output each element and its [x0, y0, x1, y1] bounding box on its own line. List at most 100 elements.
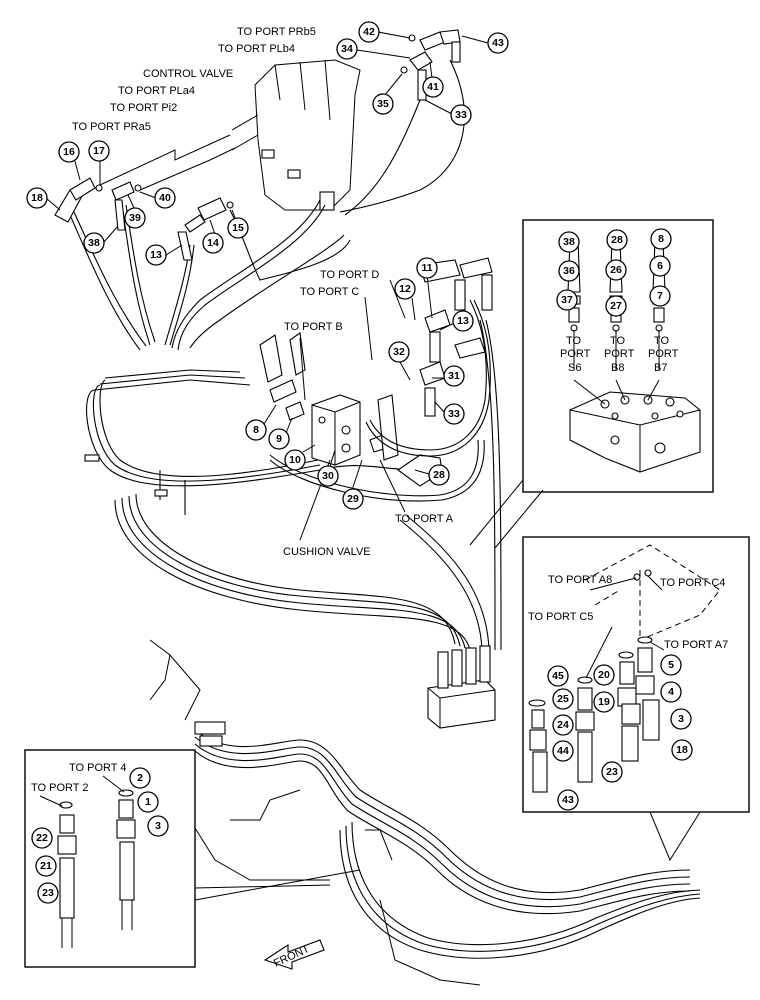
callouts: 42 43 34 41 35 33 16 17 18 39 40 38 13 1… — [26, 21, 693, 904]
svg-text:29: 29 — [347, 493, 359, 505]
svg-text:43: 43 — [492, 37, 504, 49]
callout-39: 39 — [124, 207, 146, 229]
label-to-port-a8: TO PORT A8 — [548, 574, 612, 586]
inset-port-b7: PORT — [648, 348, 679, 360]
svg-text:19: 19 — [598, 696, 610, 708]
svg-text:38: 38 — [563, 236, 575, 248]
callout-32: 32 — [388, 341, 410, 363]
svg-text:34: 34 — [341, 43, 353, 55]
callout-l1: 1 — [137, 791, 159, 813]
inset-bottom-right — [522, 536, 750, 862]
callout-13b: 13 — [452, 310, 474, 332]
svg-text:25: 25 — [557, 693, 569, 705]
inset-s6: S6 — [568, 362, 581, 374]
label-to-port-prb5: TO PORT PRb5 — [237, 26, 316, 38]
callout-inset-7: 7 — [649, 285, 671, 307]
callout-l22: 22 — [31, 827, 53, 849]
svg-text:42: 42 — [363, 26, 375, 38]
callout-l2: 2 — [129, 767, 151, 789]
svg-text:4: 4 — [668, 686, 674, 698]
svg-text:18: 18 — [676, 744, 688, 756]
label-to-port-pra5: TO PORT PRa5 — [72, 121, 151, 133]
callout-inset-37: 37 — [556, 289, 578, 311]
callout-b23: 23 — [601, 761, 623, 783]
label-to-port-b: TO PORT B — [284, 321, 343, 333]
inset-b7: B7 — [654, 362, 667, 374]
callout-8a: 8 — [245, 419, 267, 441]
callout-b25: 25 — [552, 688, 574, 710]
callout-43: 43 — [487, 32, 509, 54]
callout-40: 40 — [154, 187, 176, 209]
svg-text:39: 39 — [129, 212, 141, 224]
svg-text:45: 45 — [552, 670, 564, 682]
lower-manifold — [427, 645, 496, 729]
svg-text:28: 28 — [611, 234, 623, 246]
svg-text:36: 36 — [563, 265, 575, 277]
lower-harness — [149, 639, 701, 986]
callout-b3: 3 — [670, 708, 692, 730]
svg-text:40: 40 — [159, 192, 171, 204]
svg-text:23: 23 — [606, 766, 618, 778]
callout-12: 12 — [394, 278, 416, 300]
inset-to-s6: TO — [566, 335, 582, 347]
callout-10: 10 — [284, 449, 306, 471]
callout-l3: 3 — [147, 815, 169, 837]
callout-41: 41 — [422, 76, 444, 98]
svg-text:37: 37 — [561, 294, 573, 306]
svg-text:5: 5 — [668, 659, 674, 671]
inset-to-b8: TO — [610, 335, 626, 347]
svg-text:21: 21 — [40, 860, 52, 872]
svg-text:3: 3 — [678, 713, 684, 725]
label-to-port-c4: TO PORT C4 — [660, 577, 725, 589]
label-to-port-d: TO PORT D — [320, 269, 379, 281]
label-to-port-a7: TO PORT A7 — [664, 639, 728, 651]
svg-text:12: 12 — [399, 283, 411, 295]
label-to-port-pla4: TO PORT PLa4 — [118, 85, 195, 97]
control-valve — [231, 59, 361, 211]
label-control-valve: CONTROL VALVE — [143, 68, 233, 80]
svg-text:20: 20 — [598, 669, 610, 681]
callout-31: 31 — [443, 365, 465, 387]
svg-text:35: 35 — [377, 98, 389, 110]
callout-inset-38: 38 — [558, 231, 580, 253]
label-to-port-c5: TO PORT C5 — [528, 611, 593, 623]
callout-b19: 19 — [593, 691, 615, 713]
hose-harness — [84, 319, 502, 651]
svg-text:6: 6 — [657, 260, 663, 272]
svg-text:15: 15 — [232, 222, 244, 234]
svg-text:32: 32 — [393, 346, 405, 358]
callout-inset-36: 36 — [558, 260, 580, 282]
svg-text:10: 10 — [289, 454, 301, 466]
svg-text:44: 44 — [557, 745, 569, 757]
top-left-fittings — [54, 134, 236, 261]
callout-18: 18 — [26, 187, 48, 209]
callout-28a: 28 — [428, 464, 450, 486]
svg-text:1: 1 — [145, 796, 151, 808]
svg-text:8: 8 — [658, 233, 664, 245]
svg-text:11: 11 — [421, 262, 432, 274]
callout-inset-26: 26 — [605, 259, 627, 281]
callout-17: 17 — [88, 140, 110, 162]
svg-text:13: 13 — [150, 249, 162, 261]
svg-text:33: 33 — [448, 408, 460, 420]
svg-text:24: 24 — [557, 719, 569, 731]
svg-text:38: 38 — [88, 237, 100, 249]
callout-13a: 13 — [145, 244, 167, 266]
svg-text:26: 26 — [610, 264, 622, 276]
inset-port-b8: PORT — [604, 348, 635, 360]
callout-14: 14 — [202, 232, 224, 254]
front-arrow — [263, 939, 325, 970]
callout-b18: 18 — [671, 739, 693, 761]
svg-text:30: 30 — [322, 470, 334, 482]
svg-text:2: 2 — [137, 772, 143, 784]
svg-text:14: 14 — [207, 237, 219, 249]
callout-b5: 5 — [660, 654, 682, 676]
svg-text:23: 23 — [42, 887, 54, 899]
callout-b4: 4 — [660, 681, 682, 703]
callout-inset-8: 8 — [650, 228, 672, 250]
callout-b24: 24 — [552, 714, 574, 736]
label-to-port-a: TO PORT A — [395, 513, 454, 525]
svg-text:33: 33 — [455, 109, 467, 121]
callout-inset-28: 28 — [606, 229, 628, 251]
